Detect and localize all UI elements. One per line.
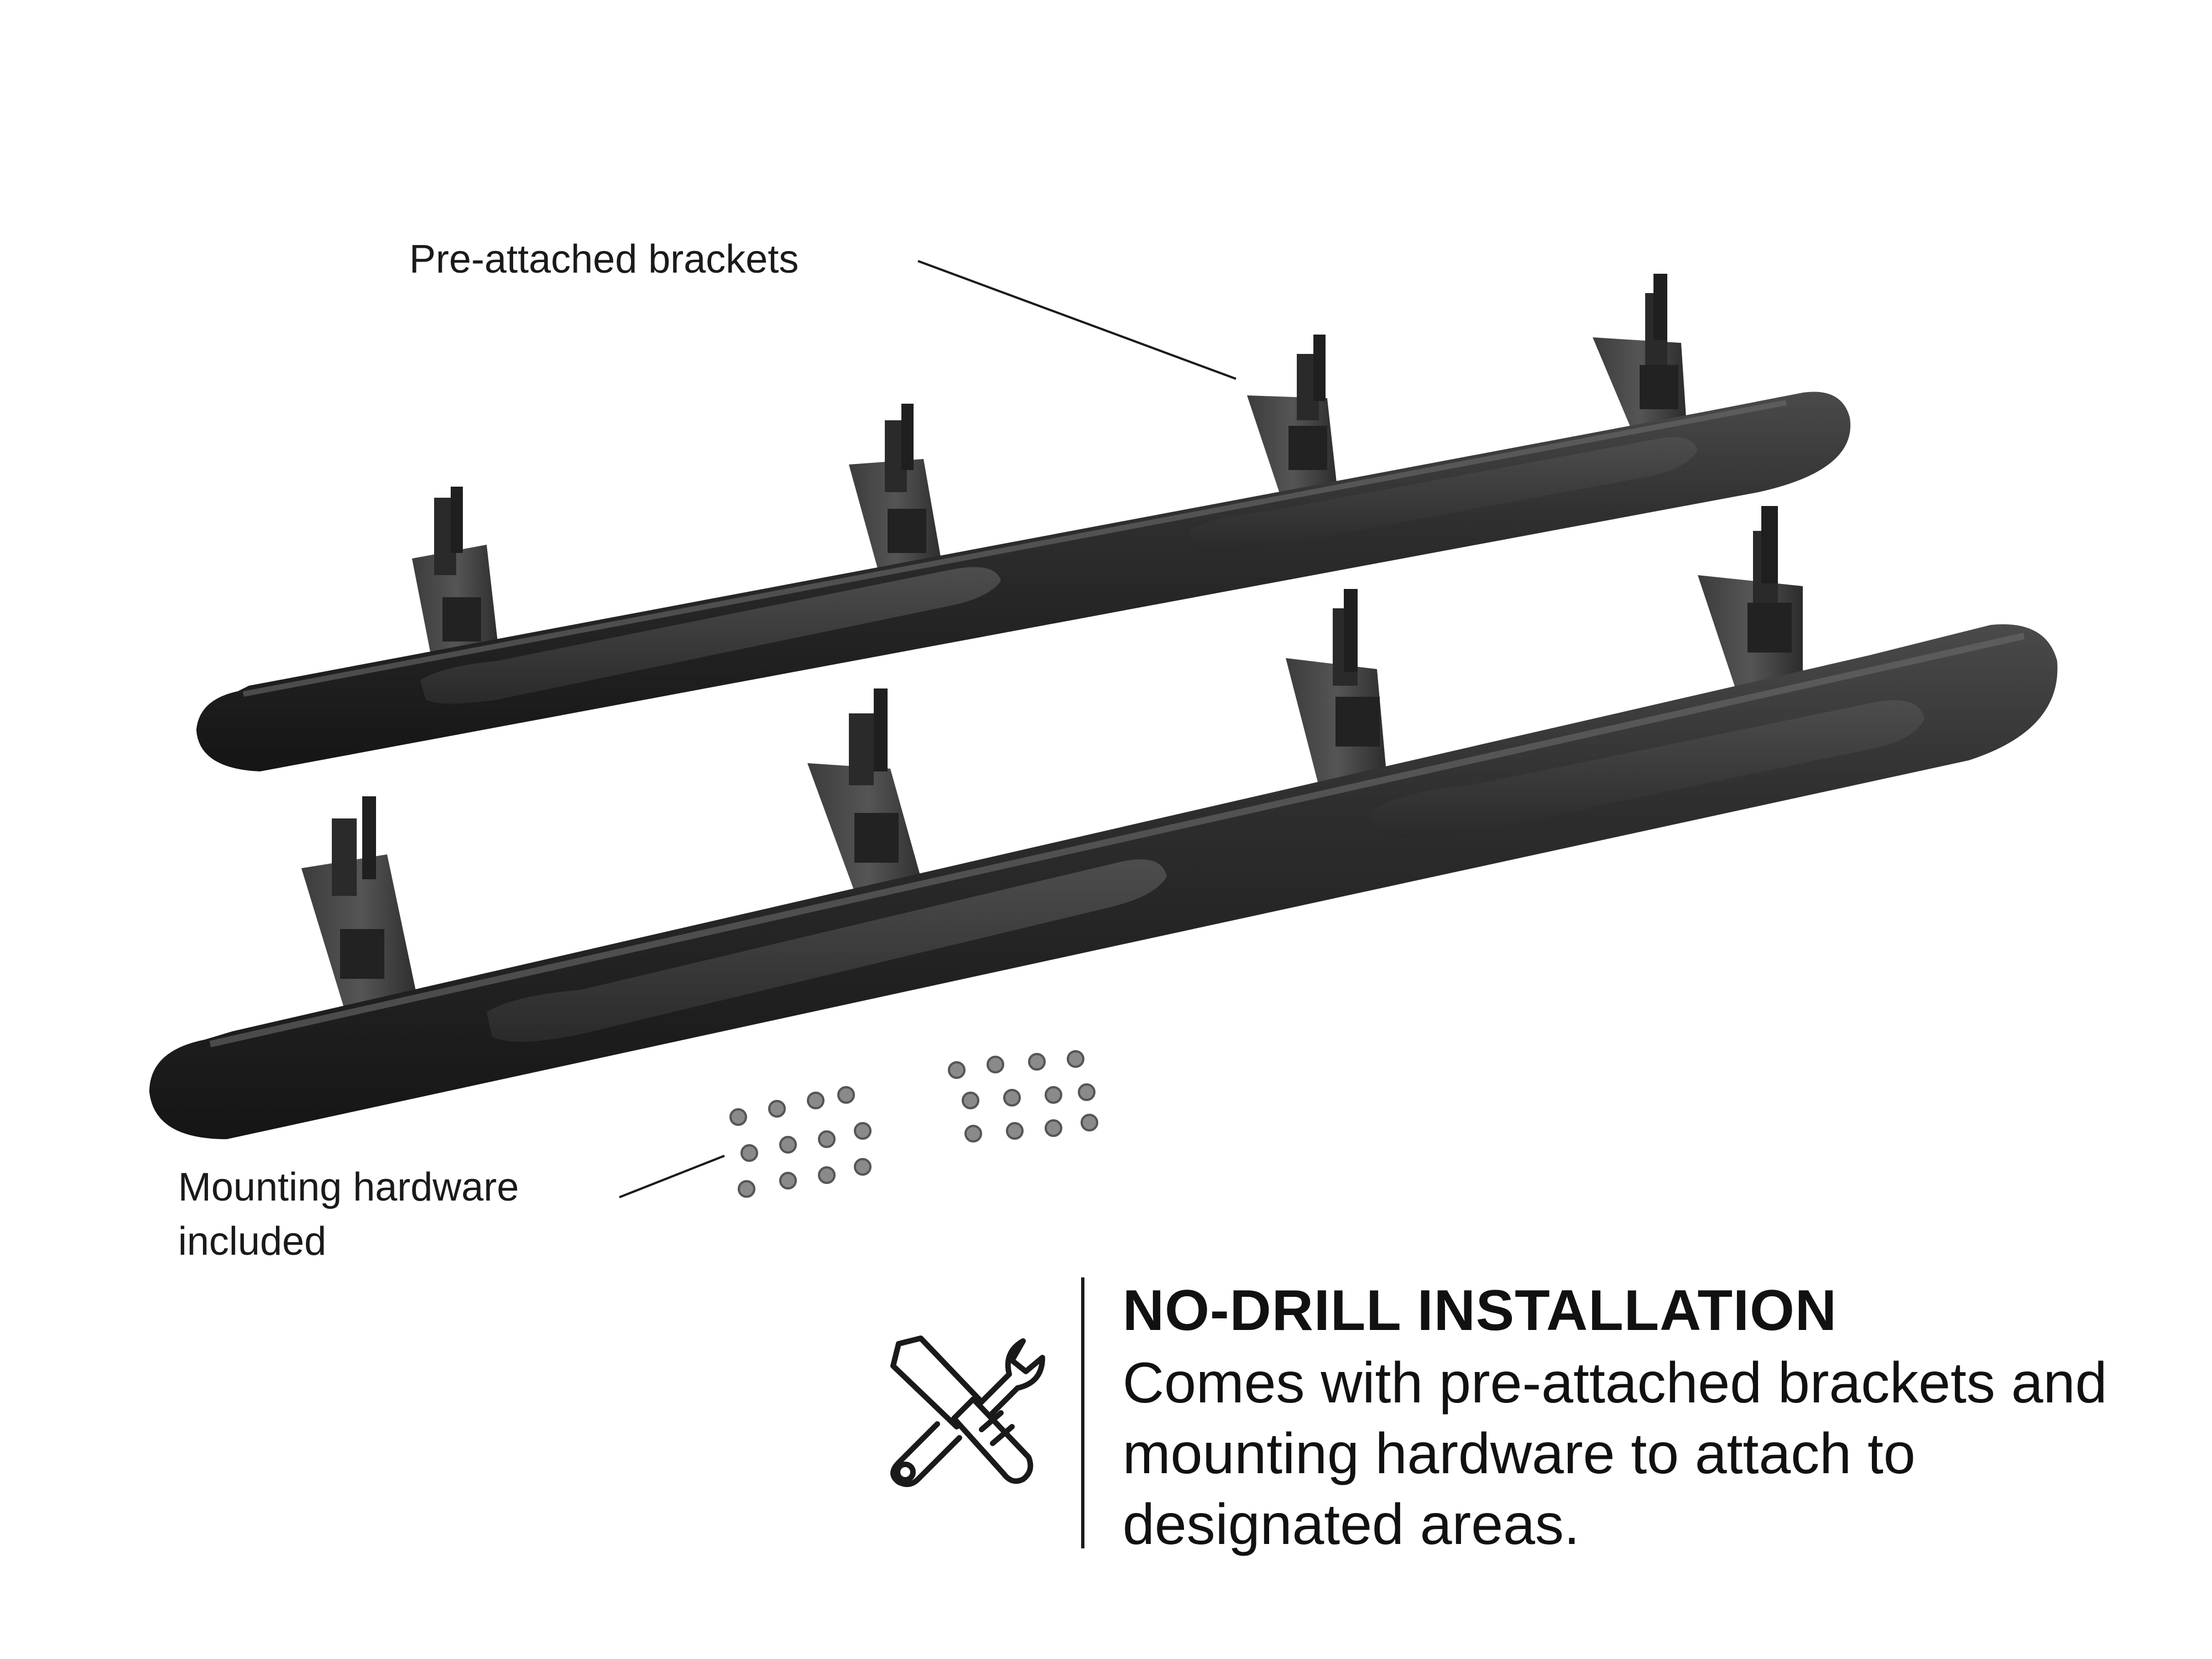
upper-bracket-4: [1593, 274, 1687, 442]
hardware-callout-label: Mounting hardware included: [178, 1165, 519, 1264]
feature-description: Comes with pre-attached brackets and mou…: [1123, 1351, 2107, 1557]
wrench-screwdriver-icon: [890, 1335, 1045, 1487]
hardware-leader-line: [619, 1155, 725, 1198]
bolt-group-right: [948, 1050, 1098, 1142]
lower-bracket-4: [1698, 506, 1803, 708]
brackets-leader-line: [917, 260, 1237, 380]
feature-text-block: NO-DRILL INSTALLATION Comes with pre-att…: [1123, 1275, 2173, 1560]
mounting-hardware: [729, 1050, 1098, 1198]
lower-running-board: [149, 506, 2058, 1139]
lower-bracket-1: [301, 796, 420, 1031]
upper-running-board: [196, 274, 1851, 771]
brackets-callout-label: Pre-attached brackets: [409, 237, 799, 281]
bolt-group-left: [729, 1086, 872, 1198]
feature-divider: [1081, 1277, 1084, 1548]
feature-heading: NO-DRILL INSTALLATION: [1123, 1279, 1837, 1343]
